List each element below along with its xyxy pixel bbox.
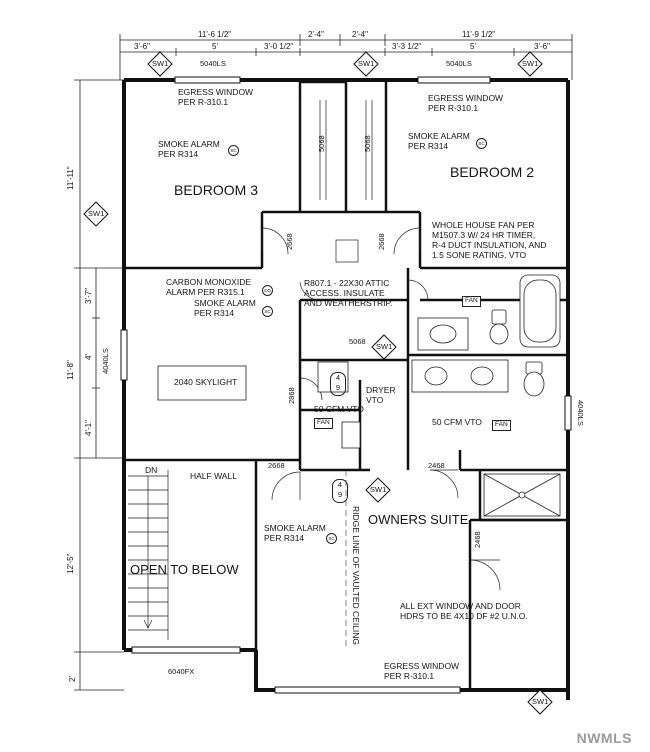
note-whole-house-fan-1: WHOLE HOUSE FAN PER bbox=[432, 220, 535, 230]
door-rating-oval-b: 4 9 bbox=[332, 479, 348, 503]
dim-top-seg-6: 3'-6" bbox=[534, 42, 550, 51]
skylight-outline bbox=[157, 365, 247, 401]
dim-top-seg-5: 5' bbox=[470, 42, 476, 51]
window-tag-5040-left: 5040LS bbox=[200, 59, 226, 68]
note-whole-house-fan-4: 1.5 SONE RATING, VTO bbox=[432, 250, 527, 260]
dimension-lines bbox=[74, 34, 573, 691]
note-egress-window-os-1: EGRESS WINDOW bbox=[384, 661, 460, 671]
room-label-owners-suite: OWNERS SUITE bbox=[368, 512, 469, 527]
door-tag-5068-a: 5068 bbox=[317, 135, 326, 152]
note-smoke-alarm-b2-1: SMOKE ALARM bbox=[408, 131, 470, 141]
note-smoke-alarm-os-1: SMOKE ALARM bbox=[264, 523, 326, 533]
dim-top-overall-mid: 2'-4" bbox=[308, 30, 324, 39]
note-ridge-line: RIDGE LINE OF VAULTED CEILING bbox=[351, 506, 361, 646]
note-skylight: 2040 SKYLIGHT bbox=[174, 377, 238, 387]
dim-top-seg-4: 3'-3 1/2" bbox=[392, 42, 422, 51]
note-dryer-1: DRYER bbox=[366, 385, 396, 395]
note-cfm-vto-laundry: 50 CFM VTO bbox=[314, 404, 364, 414]
plumbing-fixtures bbox=[317, 274, 561, 517]
door-swings bbox=[261, 227, 501, 591]
note-egress-window-b2-1: EGRESS WINDOW bbox=[428, 93, 504, 103]
sw1-label-top-mid: SW1 bbox=[358, 59, 375, 68]
fan-tag-laundry: FAN bbox=[314, 418, 333, 429]
note-egress-window-os-2: PER R-310.1 bbox=[384, 671, 435, 681]
note-co-alarm-2: ALARM PER R315.1 bbox=[166, 287, 245, 297]
note-smoke-alarm-b3-1: SMOKE ALARM bbox=[158, 139, 220, 149]
note-smoke-alarm-hall-2: PER R314 bbox=[194, 308, 235, 318]
note-attic-access-1: R807.1 - 22X30 ATTIC bbox=[304, 278, 390, 288]
window-tag-4040: 4040LS bbox=[101, 348, 110, 374]
room-label-bedroom-3: BEDROOM 3 bbox=[174, 182, 259, 198]
sw1-label-top-left: SW1 bbox=[152, 59, 169, 68]
dim-left-overall-bot: 12'-5" bbox=[66, 553, 75, 574]
door-tag-2668-b: 2668 bbox=[377, 233, 386, 250]
door-tag-5068-c: 5068 bbox=[349, 337, 366, 346]
smoke-alarm-icon-b3: SC bbox=[228, 145, 239, 156]
note-egress-window-b3-2: PER R-310.1 bbox=[178, 97, 229, 107]
dim-top-overall-left: 11'-6 1/2" bbox=[198, 30, 232, 39]
room-label-open-to-below: OPEN TO BELOW bbox=[130, 562, 239, 577]
dim-left-overall-top: 11'-11" bbox=[66, 166, 75, 190]
note-smoke-alarm-b3-2: PER R314 bbox=[158, 149, 199, 159]
sw1-label-hall: SW1 bbox=[376, 342, 393, 351]
note-egress-window-b3-1: EGRESS WINDOW bbox=[178, 87, 254, 97]
dim-top-seg-3: 3'-0 1/2" bbox=[264, 42, 294, 51]
fan-tag-bath: FAN bbox=[492, 420, 511, 431]
exterior-windows bbox=[120, 76, 572, 694]
sw1-label-left: SW1 bbox=[88, 209, 105, 218]
door-tag-2868: 2868 bbox=[287, 387, 296, 404]
dim-top-seg-2: 5' bbox=[212, 42, 218, 51]
note-cfm-vto-bath: 50 CFM VTO bbox=[432, 417, 482, 427]
dim-left-seg-4: 4' bbox=[84, 354, 93, 360]
note-smoke-alarm-os-2: PER R314 bbox=[264, 533, 305, 543]
door-tag-2668-c: 2668 bbox=[268, 461, 285, 470]
door-tag-2668-a: 2668 bbox=[285, 233, 294, 250]
dim-left-seg-41: 4'-1" bbox=[84, 420, 93, 436]
note-smoke-alarm-hall-1: SMOKE ALARM bbox=[194, 298, 256, 308]
dim-left-overall-mid: 11'-8" bbox=[66, 360, 75, 380]
door-tag-2468-a: 2468 bbox=[428, 461, 445, 470]
window-tag-right: 4040LS bbox=[576, 400, 585, 426]
note-dryer-2: VTO bbox=[366, 395, 384, 405]
dim-left-seg-2: 2' bbox=[68, 676, 77, 682]
dim-top-overall-mid2: 2'-4" bbox=[352, 30, 368, 39]
note-whole-house-fan-2: M1507.3 W/ 24 HR TIMER, bbox=[432, 230, 536, 240]
note-co-alarm-1: CARBON MONOXIDE bbox=[166, 277, 252, 287]
door-rating-oval-a: 4 9 bbox=[330, 372, 346, 396]
note-half-wall: HALF WALL bbox=[190, 471, 237, 481]
smoke-alarm-icon-os: SC bbox=[326, 533, 337, 544]
note-smoke-alarm-b2-2: PER R314 bbox=[408, 141, 449, 151]
note-attic-access-2: ACCESS. INSULATE bbox=[304, 288, 385, 298]
smoke-alarm-icon-b2: SC bbox=[476, 138, 487, 149]
stair-treads bbox=[128, 470, 169, 640]
sw1-label-top-right: SW1 bbox=[522, 59, 539, 68]
sw1-label-bottom: SW1 bbox=[532, 697, 549, 706]
window-tag-5040-right: 5040LS bbox=[446, 59, 472, 68]
window-tag-6040: 6040FX bbox=[168, 667, 195, 676]
nwmls-watermark-text: NWMLS bbox=[576, 730, 632, 746]
note-ext-hdrs-1: ALL EXT WINDOW AND DOOR bbox=[400, 601, 521, 611]
smoke-alarm-icon-hall: SC bbox=[262, 306, 273, 317]
note-dn: DN bbox=[145, 465, 158, 475]
dim-top-seg-1: 3'-6" bbox=[134, 42, 150, 51]
fan-tag-whole-house: FAN bbox=[462, 296, 481, 307]
note-whole-house-fan-3: R-4 DUCT INSULATION, AND bbox=[432, 240, 547, 250]
note-attic-access-3: AND WEATHERSTRIP. bbox=[304, 298, 393, 308]
sw1-markers bbox=[83, 51, 553, 715]
door-tag-2468-b: 2468 bbox=[473, 531, 482, 548]
note-egress-window-b2-2: PER R-310.1 bbox=[428, 103, 479, 113]
room-label-bedroom-2: BEDROOM 2 bbox=[450, 164, 535, 180]
nwmls-watermark: NWMLS bbox=[577, 730, 632, 746]
co-alarm-icon: CO bbox=[262, 285, 273, 296]
note-ext-hdrs-2: HDRS TO BE 4X10 DF #2 U.N.O. bbox=[400, 611, 528, 621]
sw1-label-suite: SW1 bbox=[370, 485, 387, 494]
dim-top-overall-right: 11'-9 1/2" bbox=[462, 30, 496, 39]
closet-bifold-doors bbox=[299, 100, 373, 263]
dim-left-seg-37: 3'-7" bbox=[84, 288, 93, 304]
door-tag-5068-b: 5068 bbox=[363, 135, 372, 152]
